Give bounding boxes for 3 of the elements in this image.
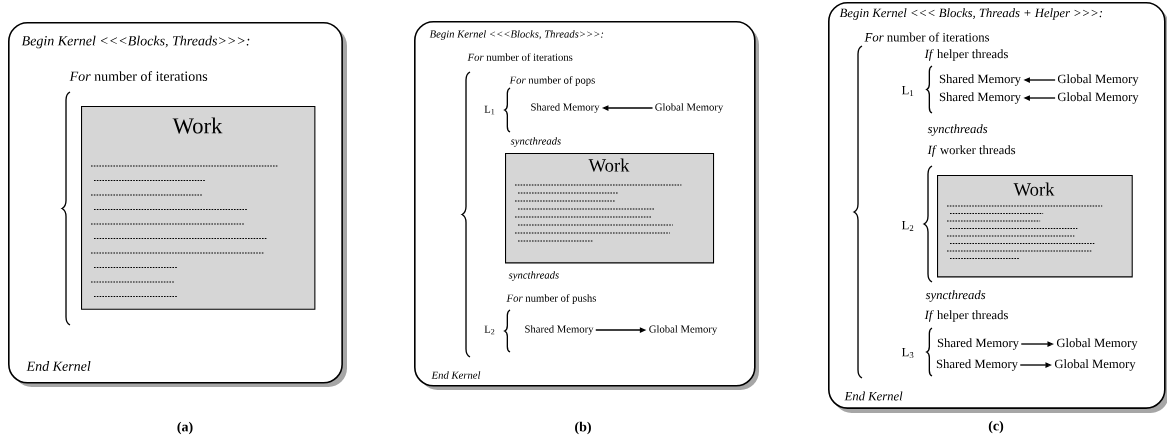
panel-caption: (a)	[177, 421, 193, 435]
panel-caption: (c)	[988, 420, 1004, 434]
panel-caption: (b)	[575, 421, 591, 435]
